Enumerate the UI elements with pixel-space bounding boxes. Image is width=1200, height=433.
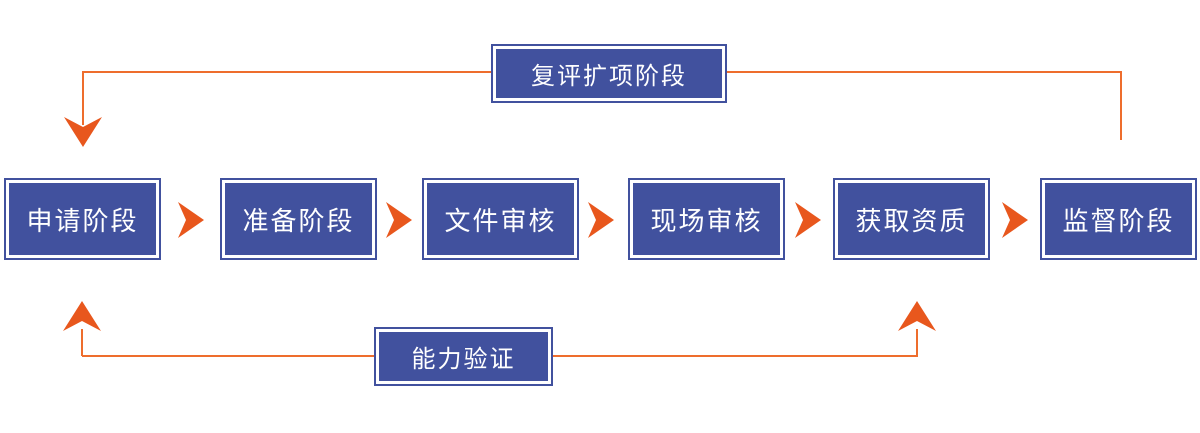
node-application-stage: 申请阶段 — [4, 178, 161, 260]
bottom-feedback-line-right-vertical — [916, 329, 918, 356]
chevron-right-icon — [178, 202, 204, 238]
chevron-right-icon — [386, 202, 412, 238]
node-label: 复评扩项阶段 — [496, 49, 722, 98]
bottom-feedback-line-left-vertical — [81, 329, 83, 356]
node-label: 文件审核 — [427, 183, 574, 255]
node-label: 获取资质 — [838, 183, 985, 255]
chevron-right-icon — [795, 202, 821, 238]
node-onsite-review: 现场审核 — [628, 178, 785, 260]
node-obtain-qualification: 获取资质 — [833, 178, 990, 260]
node-document-review: 文件审核 — [422, 178, 579, 260]
node-supervision-stage: 监督阶段 — [1040, 178, 1197, 260]
top-feedback-line-right-vertical — [1120, 71, 1122, 140]
top-feedback-line-left-vertical — [82, 71, 84, 125]
node-preparation-stage: 准备阶段 — [220, 178, 377, 260]
node-reassessment-stage: 复评扩项阶段 — [491, 44, 727, 103]
node-capability-verification: 能力验证 — [374, 327, 553, 386]
chevron-right-icon — [1002, 202, 1028, 238]
node-label: 能力验证 — [379, 332, 548, 381]
arrow-up-icon — [898, 301, 936, 331]
node-label: 监督阶段 — [1045, 183, 1192, 255]
arrow-down-icon — [64, 117, 102, 147]
chevron-right-icon — [588, 202, 614, 238]
arrow-up-icon — [63, 301, 101, 331]
node-label: 申请阶段 — [9, 183, 156, 255]
node-label: 现场审核 — [633, 183, 780, 255]
node-label: 准备阶段 — [225, 183, 372, 255]
